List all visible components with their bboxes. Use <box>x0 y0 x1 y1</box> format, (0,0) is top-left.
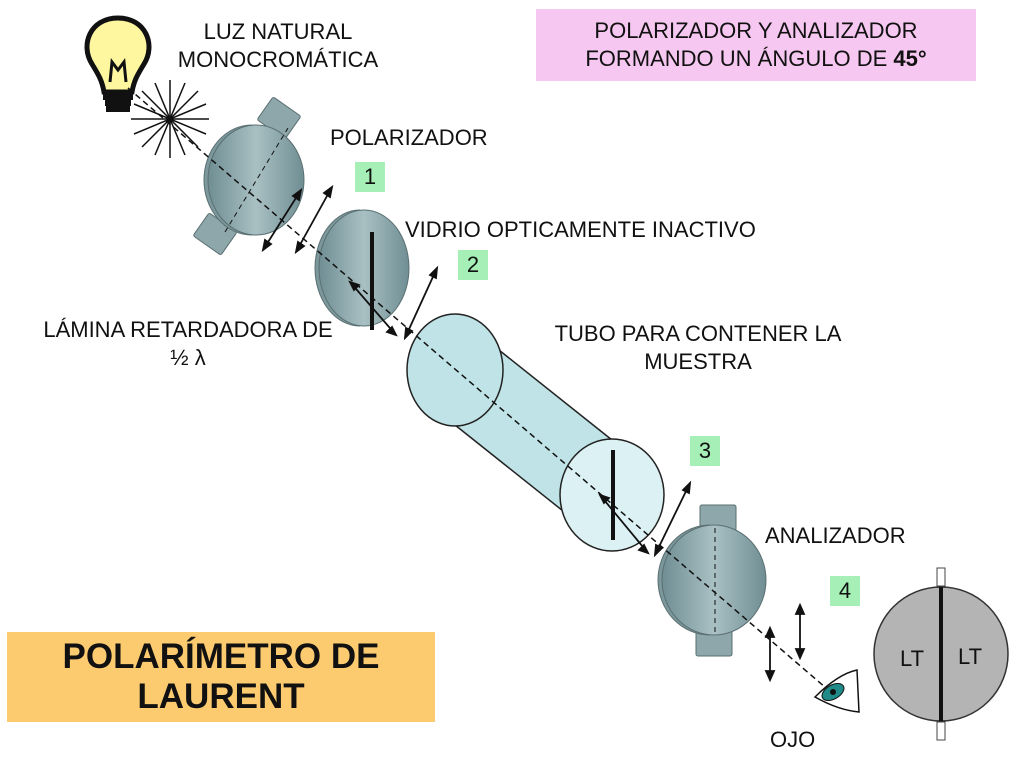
plate-label: LÁMINA RETARDADORA DE ½ λ <box>43 317 333 370</box>
angle-value: 45° <box>893 46 927 71</box>
polarization-arrows <box>261 184 806 683</box>
polarizer-label: POLARIZADOR <box>330 125 488 150</box>
polarizer-axis <box>224 127 289 233</box>
analyzer <box>657 504 767 657</box>
title-box: POLARÍMETRO DE LAURENT <box>7 632 435 722</box>
position-number-4: 4 <box>830 576 860 606</box>
half-wave-plate <box>314 209 410 330</box>
polarizer <box>193 97 305 255</box>
eye-icon <box>813 669 860 713</box>
light-source-label: LUZ NATURAL MONOCROMÁTICA <box>177 19 379 72</box>
angle-note-line2: FORMANDO UN ÁNGULO DE 45° <box>585 46 927 71</box>
field-of-view <box>873 567 1009 741</box>
tube-label: TUBO PARA CONTENER LA MUESTRA <box>554 321 842 374</box>
sample-tube <box>406 313 665 552</box>
analyzer-label: ANALIZADOR <box>765 523 906 548</box>
optical-axis <box>127 87 841 701</box>
title-line2: LAURENT <box>137 677 305 716</box>
angle-note: POLARIZADOR Y ANALIZADOR FORMANDO UN ÁNG… <box>536 9 976 81</box>
position-number-2: 2 <box>458 250 488 280</box>
unpolarized-light-icon <box>131 80 209 158</box>
field-left-label: LT <box>900 646 925 671</box>
position-number-1: 1 <box>355 162 385 192</box>
position-number-3: 3 <box>690 436 720 466</box>
glass-label: VIDRIO OPTICAMENTE INACTIVO <box>405 217 756 242</box>
angle-note-line1: POLARIZADOR Y ANALIZADOR <box>594 18 918 43</box>
title-line1: POLARÍMETRO DE <box>62 637 380 676</box>
field-right-label: LT <box>958 644 983 669</box>
light-bulb-icon <box>84 15 152 112</box>
eye-label: OJO <box>770 727 816 752</box>
